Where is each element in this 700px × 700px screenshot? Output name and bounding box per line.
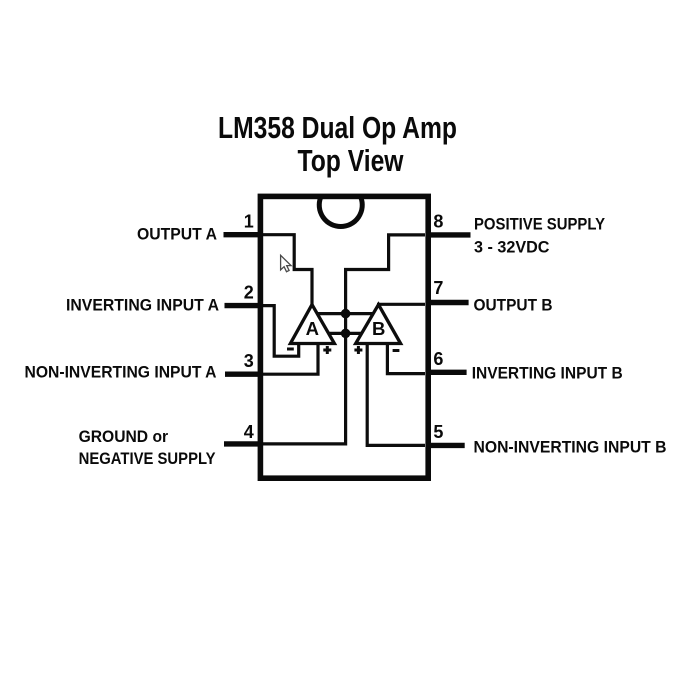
svg-text:POSITIVE SUPPLY: POSITIVE SUPPLY xyxy=(474,215,606,234)
svg-text:NON-INVERTING INPUT B: NON-INVERTING INPUT B xyxy=(474,438,667,457)
svg-text:NON-INVERTING INPUT A: NON-INVERTING INPUT A xyxy=(25,363,217,382)
svg-text:INVERTING INPUT B: INVERTING INPUT B xyxy=(472,364,623,383)
svg-text:B: B xyxy=(372,318,385,339)
svg-text:OUTPUT A: OUTPUT A xyxy=(137,225,217,244)
svg-text:3 - 32VDC: 3 - 32VDC xyxy=(474,238,550,257)
svg-text:LM358 Dual Op Amp: LM358 Dual Op Amp xyxy=(218,110,457,145)
svg-text:OUTPUT B: OUTPUT B xyxy=(474,296,553,315)
svg-text:2: 2 xyxy=(244,282,254,302)
svg-text:4: 4 xyxy=(244,422,254,442)
svg-text:A: A xyxy=(306,318,319,339)
svg-text:GROUND or: GROUND or xyxy=(79,427,169,446)
svg-text:NEGATIVE SUPPLY: NEGATIVE SUPPLY xyxy=(79,449,217,468)
svg-text:3: 3 xyxy=(244,351,254,371)
svg-text:7: 7 xyxy=(433,278,443,298)
svg-text:5: 5 xyxy=(433,422,443,442)
svg-text:INVERTING INPUT A: INVERTING INPUT A xyxy=(66,296,219,315)
svg-text:6: 6 xyxy=(433,349,443,369)
svg-text:8: 8 xyxy=(433,212,443,232)
svg-text:1: 1 xyxy=(244,212,254,232)
svg-text:Top View: Top View xyxy=(298,143,405,178)
